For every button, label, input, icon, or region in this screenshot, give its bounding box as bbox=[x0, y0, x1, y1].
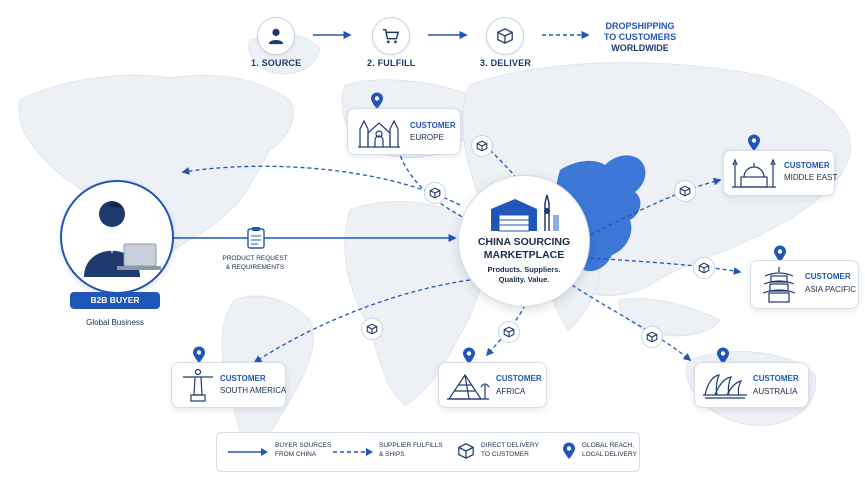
request-line1: PRODUCT REQUEST bbox=[222, 255, 288, 262]
customer-title: CUSTOMER bbox=[410, 121, 456, 130]
legend-line1: DIRECT DELIVERY bbox=[481, 442, 539, 449]
source-step-label: 1. SOURCE bbox=[251, 58, 302, 68]
box-badge bbox=[498, 321, 520, 343]
dropshipping-heading: DROPSHIPPING TO CUSTOMERS WORLDWIDE bbox=[590, 21, 690, 54]
legend-line2: FROM CHINA bbox=[275, 451, 317, 458]
businessman-icon bbox=[84, 201, 161, 277]
legend-line1: SUPPLIER FULFILLS bbox=[379, 442, 443, 449]
christ-statue-icon bbox=[183, 368, 213, 402]
location-pin-icon bbox=[563, 442, 575, 459]
legend-item-global-reach: GLOBAL REACH, LOCAL DELIVERY bbox=[582, 441, 637, 459]
customer-card-australia: CUSTOMER AUSTRALIA bbox=[694, 362, 809, 408]
customer-region: SOUTH AMERICA bbox=[220, 386, 287, 395]
location-pin-icon bbox=[193, 346, 205, 363]
customer-region: ASIA PACIFIC bbox=[805, 285, 856, 294]
source-step-icon bbox=[257, 17, 295, 55]
box-icon bbox=[698, 262, 710, 274]
product-request-label: PRODUCT REQUEST & REQUIREMENTS bbox=[205, 254, 305, 272]
hub-to-middle-east-path bbox=[589, 177, 722, 236]
cathedral-icon bbox=[358, 119, 400, 148]
legend-line1: GLOBAL REACH, bbox=[582, 442, 635, 449]
legend-item-buyer-sources: BUYER SOURCES FROM CHINA bbox=[275, 441, 331, 459]
legend-line2: TO CUSTOMER bbox=[481, 451, 529, 458]
box-icon bbox=[646, 331, 658, 343]
location-pin-icon bbox=[774, 245, 786, 262]
box-badge bbox=[641, 326, 663, 348]
hub-to-buyer-return-path bbox=[181, 165, 461, 206]
box-badge bbox=[674, 180, 696, 202]
box-badge bbox=[471, 135, 493, 157]
china-sourcing-hub: CHINA SOURCING MARKETPLACE Products. Sup… bbox=[458, 175, 590, 307]
location-pin-icon bbox=[717, 347, 729, 364]
customer-title: CUSTOMER bbox=[496, 374, 542, 383]
customer-card-asia-pacific: CUSTOMER ASIA PACIFIC bbox=[750, 260, 859, 309]
customer-title: CUSTOMER bbox=[805, 272, 851, 281]
legend-line1: BUYER SOURCES bbox=[275, 442, 332, 449]
cart-icon bbox=[382, 28, 400, 44]
box-icon bbox=[366, 323, 378, 335]
customer-title: CUSTOMER bbox=[753, 374, 799, 383]
box-icon bbox=[497, 28, 513, 44]
legend-line2: LOCAL DELIVERY bbox=[582, 451, 637, 458]
customer-card-europe: CUSTOMER EUROPE bbox=[347, 108, 461, 155]
customer-card-south-america: CUSTOMER SOUTH AMERICA bbox=[171, 362, 286, 408]
box-icon bbox=[458, 443, 474, 459]
customer-card-africa: CUSTOMER AFRICA bbox=[438, 362, 547, 408]
request-line2: & REQUIREMENTS bbox=[225, 264, 285, 271]
box-badge bbox=[361, 318, 383, 340]
fulfill-step-label: 2. FULFILL bbox=[367, 58, 416, 68]
legend-item-direct-delivery: DIRECT DELIVERY TO CUSTOMER bbox=[481, 441, 539, 459]
europe-to-hub-path bbox=[489, 149, 521, 184]
dropshipping-line2: TO CUSTOMERS bbox=[603, 32, 677, 42]
box-icon bbox=[429, 187, 441, 199]
location-pin-icon bbox=[463, 347, 475, 364]
customer-region: AFRICA bbox=[496, 387, 526, 396]
buyer-subtitle: Global Business bbox=[86, 318, 144, 327]
hub-title-line1: CHINA SOURCING bbox=[477, 236, 571, 248]
hub-to-australia-path bbox=[571, 284, 692, 361]
hub-title: CHINA SOURCING MARKETPLACE bbox=[459, 236, 589, 262]
customer-region: EUROPE bbox=[410, 133, 444, 142]
north-america-landmass bbox=[18, 74, 294, 261]
location-pin-icon bbox=[371, 92, 383, 109]
mosque-icon bbox=[732, 158, 776, 188]
clipboard-icon bbox=[246, 226, 266, 255]
customer-region: AUSTRALIA bbox=[753, 387, 798, 396]
hub-subtitle: Products. Suppliers. Quality. Value. bbox=[459, 265, 589, 285]
southeast-asia-landmass bbox=[618, 298, 721, 337]
user-icon bbox=[268, 28, 284, 45]
opera-house-icon bbox=[703, 374, 747, 399]
deliver-step-label: 3. DELIVER bbox=[480, 58, 532, 68]
box-badge bbox=[693, 257, 715, 279]
buyer-badge: B2B BUYER bbox=[70, 292, 160, 309]
legend-item-supplier-fulfills: SUPPLIER FULFILLS & SHIPS bbox=[379, 441, 443, 459]
pagoda-icon bbox=[762, 267, 796, 303]
hub-title-line2: MARKETPLACE bbox=[483, 249, 565, 261]
hub-to-africa-path bbox=[485, 304, 526, 357]
legend: BUYER SOURCES FROM CHINA SUPPLIER FULFIL… bbox=[216, 432, 640, 472]
buyer-avatar bbox=[60, 180, 174, 294]
deliver-step-icon bbox=[486, 17, 524, 55]
box-icon bbox=[476, 140, 488, 152]
dropshipping-line3: WORLDWIDE bbox=[611, 43, 669, 53]
box-icon bbox=[679, 185, 691, 197]
hub-to-asia-pacific-path bbox=[589, 257, 742, 275]
customer-title: CUSTOMER bbox=[220, 374, 266, 383]
solid-arrow-icon bbox=[228, 448, 268, 456]
legend-line2: & SHIPS bbox=[379, 451, 405, 458]
hub-sub-line1: Products. Suppliers. bbox=[487, 265, 561, 274]
location-pin-icon bbox=[748, 134, 760, 151]
pyramid-icon bbox=[447, 373, 490, 400]
fulfill-step-icon bbox=[372, 17, 410, 55]
hub-to-south-america-path bbox=[253, 279, 471, 363]
box-icon bbox=[503, 326, 515, 338]
dashed-arrow-icon bbox=[333, 448, 373, 456]
customer-title: CUSTOMER bbox=[784, 161, 830, 170]
box-badge bbox=[424, 182, 446, 204]
customer-region: MIDDLE EAST bbox=[784, 173, 838, 182]
dropshipping-line1: DROPSHIPPING bbox=[605, 21, 675, 31]
warehouse-icon bbox=[491, 194, 559, 232]
customer-card-middle-east: CUSTOMER MIDDLE EAST bbox=[723, 150, 838, 196]
hub-sub-line2: Quality. Value. bbox=[498, 275, 550, 284]
